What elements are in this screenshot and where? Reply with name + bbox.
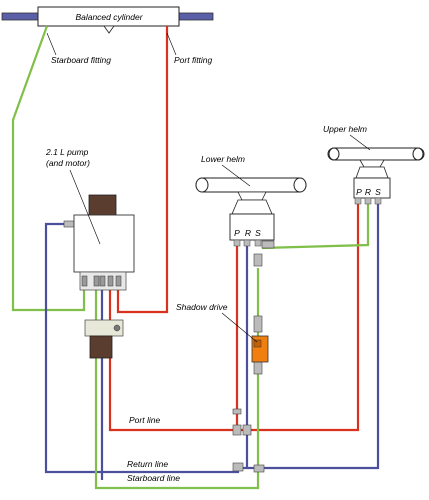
port-fitting-label: Port fitting [174,55,213,65]
upper-helm-port-r: R [365,187,371,197]
port-line-label: Port line [129,415,160,425]
shadow-drive-label: Shadow drive [176,302,228,312]
lower-helm-pump [229,213,275,241]
return-line-label: Return line [127,459,168,469]
cylinder-label: Balanced cylinder [75,12,143,22]
pump-label-line1: 2.1 L pump [45,147,89,157]
pump-assembly: 2.1 L pump (and motor) [45,147,135,359]
starboard-line-label: Starboard line [127,473,180,483]
shadow-drive: Shadow drive [176,302,269,363]
cylinder-rod-right [178,12,214,21]
balanced-cylinder: Balanced cylinder [1,6,214,34]
pump-label-line2: (and motor) [46,158,90,168]
starboard-line-upper [261,202,370,250]
lower-helm-wheel [195,177,307,193]
lower-helm-port-p: P [234,228,240,238]
upper-helm-port-s: S [375,187,381,197]
upper-helm: P R S Upper helm [323,124,425,205]
lower-helm: P R S Lower helm [195,154,307,247]
upper-helm-port-p: P [356,187,362,197]
upper-helm-label: Upper helm [323,124,367,134]
port-line-cylinder [116,26,169,314]
pump-base [89,335,113,359]
upper-helm-pump [353,177,391,199]
pump-leader [69,169,101,245]
lower-helm-port-s: S [255,228,261,238]
pump-body [73,214,135,273]
starboard-fitting-label: Starboard fitting [51,55,111,65]
starboard-line [94,290,260,490]
return-line [44,202,380,474]
upper-helm-wheel [327,147,425,161]
lower-helm-port-r: R [245,228,251,238]
cylinder-rod-left [1,12,39,21]
cylinder-mount [103,25,115,34]
starboard-line-cylinder [11,25,86,312]
lower-helm-label: Lower helm [201,154,245,164]
line-fittings [63,220,275,473]
